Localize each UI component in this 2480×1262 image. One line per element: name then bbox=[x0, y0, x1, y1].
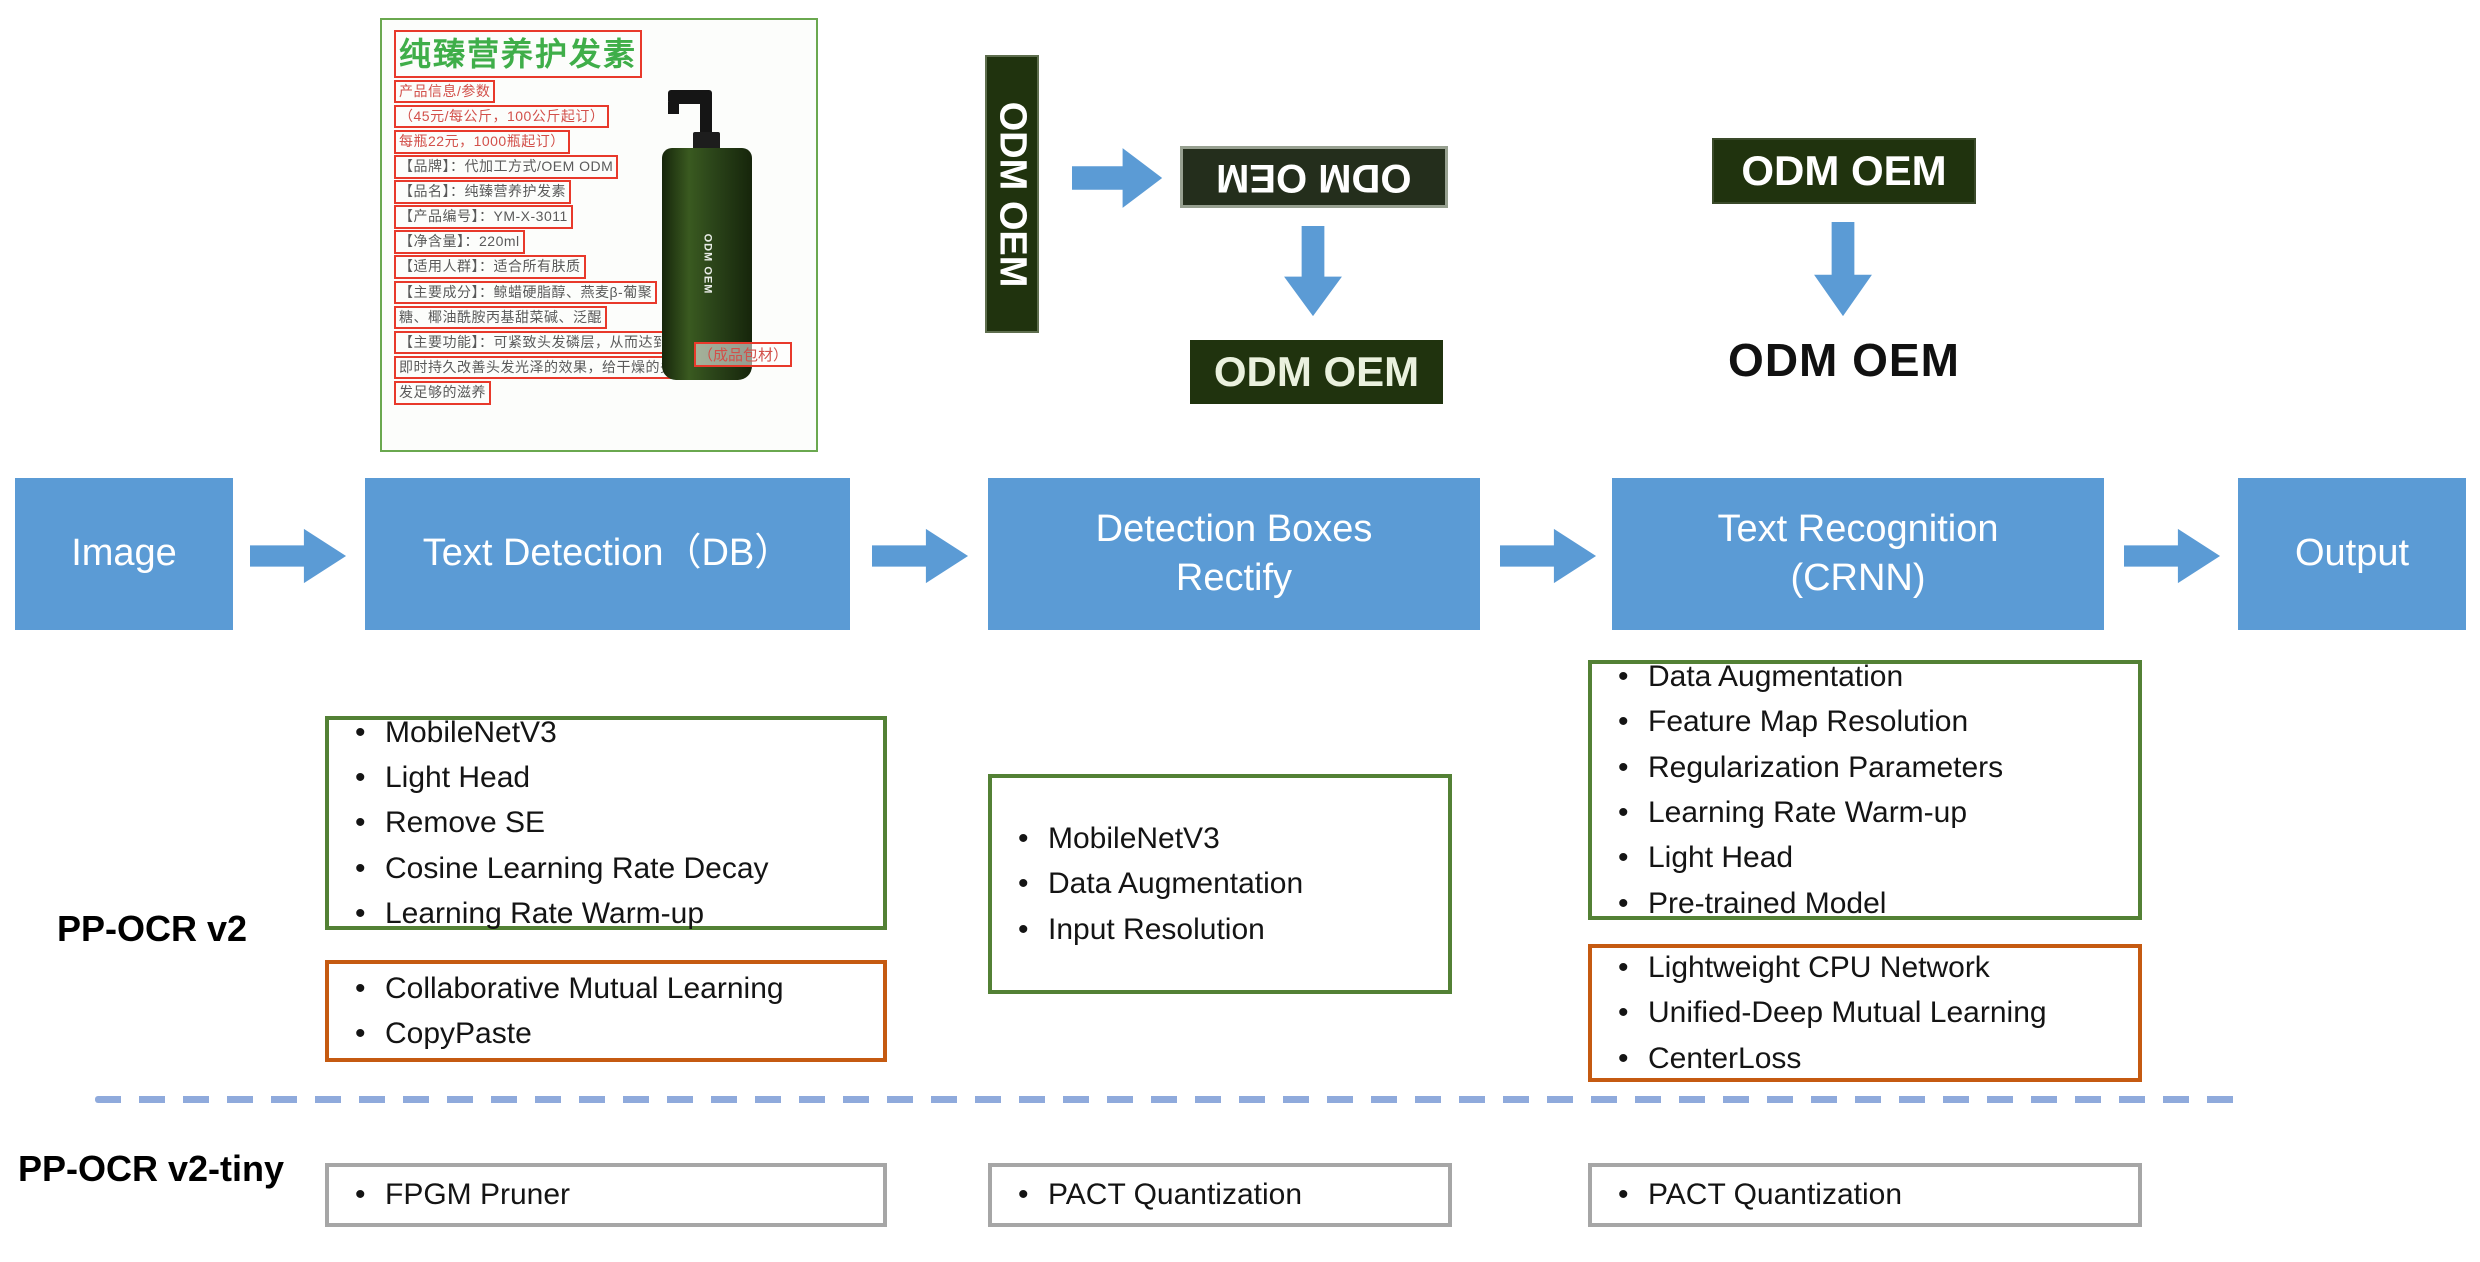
feature-item: Regularization Parameters bbox=[1606, 750, 2124, 786]
detection-bounding-box: 【品牌】：代加工方式/OEM ODM bbox=[394, 155, 619, 179]
detection-compression-box: FPGM Pruner bbox=[325, 1163, 887, 1227]
detection-bounding-box: 发足够的滋养 bbox=[394, 380, 491, 405]
feature-item: MobileNetV3 bbox=[343, 715, 869, 751]
feature-item: PACT Quantization bbox=[1606, 1177, 2124, 1213]
detected-text-line: 每瓶22元，1000瓶起订） bbox=[394, 129, 734, 154]
bottle-cap-collar bbox=[693, 132, 720, 150]
feature-item: Data Augmentation bbox=[1606, 659, 2124, 695]
feature-item: Cosine Learning Rate Decay bbox=[343, 851, 869, 887]
detected-text-line: 糖、椰油酰胺丙基甜菜碱、泛醌 bbox=[394, 305, 734, 330]
feature-item: Feature Map Resolution bbox=[1606, 704, 2124, 740]
right-arrow-icon bbox=[1072, 148, 1163, 208]
row-label-pp-ocr-v2-tiny: PP-OCR v2-tiny bbox=[17, 1148, 285, 1189]
detection-bounding-box: 【净含量】：220ml bbox=[394, 230, 525, 254]
rectify-compression-box: PACT Quantization bbox=[988, 1163, 1452, 1227]
detection-bounding-box: 产品信息/参数 bbox=[394, 79, 496, 104]
feature-item: Light Head bbox=[343, 760, 869, 796]
flow-arrow-icon bbox=[250, 528, 347, 584]
feature-item: Remove SE bbox=[343, 805, 869, 841]
down-arrow-icon bbox=[1284, 226, 1342, 317]
feature-item: CenterLoss bbox=[1606, 1041, 2124, 1077]
feature-item: Pre-trained Model bbox=[1606, 886, 2124, 922]
rectified-text-crop-image: ODM OEM bbox=[1190, 340, 1443, 404]
product-bottle-image: ODM OEM bbox=[650, 90, 770, 382]
detection-bounding-box: 【主要成分】：鲸蜡硬脂醇、燕麦β-葡聚 bbox=[394, 280, 658, 305]
detection-bounding-box: 即时持久改善头发光泽的效果，给干燥的头 bbox=[394, 355, 680, 380]
detected-text-line: 【产品编号】：YM-X-3011 bbox=[394, 205, 734, 229]
detected-text-line: 【主要成分】：鲸蜡硬脂醇、燕麦β-葡聚 bbox=[394, 280, 734, 305]
recognition-compression-box: PACT Quantization bbox=[1588, 1163, 2142, 1227]
detection-enhancements-box: MobileNetV3Light HeadRemove SE Cosine Lea… bbox=[325, 715, 887, 932]
stage-output: Output bbox=[2238, 478, 2466, 630]
feature-item: Lightweight CPU Network bbox=[1606, 950, 2124, 986]
feature-item: MobileNetV3 bbox=[1006, 821, 1434, 857]
feature-item: Learning Rate Warm-up bbox=[343, 896, 869, 932]
feature-item: Collaborative Mutual Learning bbox=[343, 971, 869, 1007]
detected-text-lines: 纯臻营养护发素产品信息/参数（45元/每公斤，100公斤起订）每瓶22元，100… bbox=[394, 28, 734, 406]
recognition-input-crop-image: ODM OEM bbox=[1712, 138, 1976, 204]
detection-bounding-box: 【品名】：纯臻营养护发素 bbox=[394, 180, 571, 204]
detected-text-line: 纯臻营养护发素 bbox=[394, 29, 734, 79]
rectify-enhancements-box: MobileNetV3Data AugmentationInput Resolu… bbox=[988, 774, 1452, 994]
stage-image: Image bbox=[15, 478, 233, 630]
stage-detection-boxes-rectify: Detection Boxes Rectify bbox=[988, 478, 1480, 630]
feature-item: Light Head bbox=[1606, 840, 2124, 876]
stage-text-detection: Text Detection（DB） bbox=[365, 478, 850, 630]
detected-text-line: 【适用人群】：适合所有肤质 bbox=[394, 255, 734, 280]
feature-item: Data Augmentation bbox=[1006, 866, 1434, 902]
flow-arrow-icon bbox=[2124, 528, 2221, 584]
text-detection-sample-image: 纯臻营养护发素产品信息/参数（45元/每公斤，100公斤起订）每瓶22元，100… bbox=[380, 18, 818, 452]
detection-bounding-box: 【适用人群】：适合所有肤质 bbox=[394, 255, 586, 280]
down-arrow-icon bbox=[1814, 222, 1872, 317]
detected-text-line: 产品信息/参数 bbox=[394, 79, 734, 104]
detection-bounding-box: 【主要功能】：可紧致头发磷层，从而达到 bbox=[394, 330, 673, 355]
bottle-pump-spout bbox=[668, 102, 679, 114]
recognition-enhancements-box: Data AugmentationFeature Map ResolutionR… bbox=[1588, 659, 2142, 922]
package-material-note: （成品包材） bbox=[694, 342, 793, 367]
detection-bounding-box: 糖、椰油酰胺丙基甜菜碱、泛醌 bbox=[394, 305, 607, 330]
rotated-text-crop-image: ODM OEM bbox=[985, 55, 1039, 333]
feature-item: Input Resolution bbox=[1006, 912, 1434, 948]
bottle-label-text: ODM OEM bbox=[701, 233, 713, 295]
crop-text: ODM OEM bbox=[1216, 155, 1412, 200]
detection-bounding-box: 【产品编号】：YM-X-3011 bbox=[394, 205, 573, 229]
dashed-divider bbox=[95, 1096, 2237, 1103]
feature-item: FPGM Pruner bbox=[343, 1177, 869, 1213]
detection-bounding-box: （45元/每公斤，100公斤起订） bbox=[394, 104, 610, 129]
feature-item: PACT Quantization bbox=[1006, 1177, 1434, 1213]
recognition-strategies-box: Lightweight CPU NetworkUnified-Deep Mutu… bbox=[1588, 944, 2142, 1082]
detected-text-line: 【品名】：纯臻营养护发素 bbox=[394, 180, 734, 204]
detected-text-line: 发足够的滋养 bbox=[394, 380, 734, 405]
flow-arrow-icon bbox=[1500, 528, 1597, 584]
recognized-text-output: ODM OEM bbox=[1728, 334, 1960, 386]
flow-arrow-icon bbox=[872, 528, 969, 584]
detection-bounding-box: 纯臻营养护发素 bbox=[394, 29, 643, 79]
flipped-text-crop-image: ODM OEM bbox=[1180, 146, 1448, 208]
detected-text-line: （45元/每公斤，100公斤起订） bbox=[394, 104, 734, 129]
feature-item: Unified-Deep Mutual Learning bbox=[1606, 995, 2124, 1031]
bottle-body: ODM OEM bbox=[662, 148, 752, 380]
detection-strategies-box: Collaborative Mutual LearningCopyPaste bbox=[325, 960, 887, 1062]
feature-item: CopyPaste bbox=[343, 1016, 869, 1052]
detected-text-line: 【净含量】：220ml bbox=[394, 230, 734, 254]
crop-text: ODM OEM bbox=[991, 101, 1034, 287]
crop-text: ODM OEM bbox=[1741, 147, 1947, 194]
detection-bounding-box: 每瓶22元，1000瓶起订） bbox=[394, 129, 570, 154]
feature-item: Learning Rate Warm-up bbox=[1606, 795, 2124, 831]
detected-text-line: 【品牌】：代加工方式/OEM ODM bbox=[394, 155, 734, 179]
bottle-pump-stem bbox=[700, 100, 712, 134]
stage-text-recognition: Text Recognition (CRNN) bbox=[1612, 478, 2104, 630]
row-label-pp-ocr-v2: PP-OCR v2 bbox=[56, 908, 248, 949]
crop-text: ODM OEM bbox=[1213, 348, 1420, 395]
